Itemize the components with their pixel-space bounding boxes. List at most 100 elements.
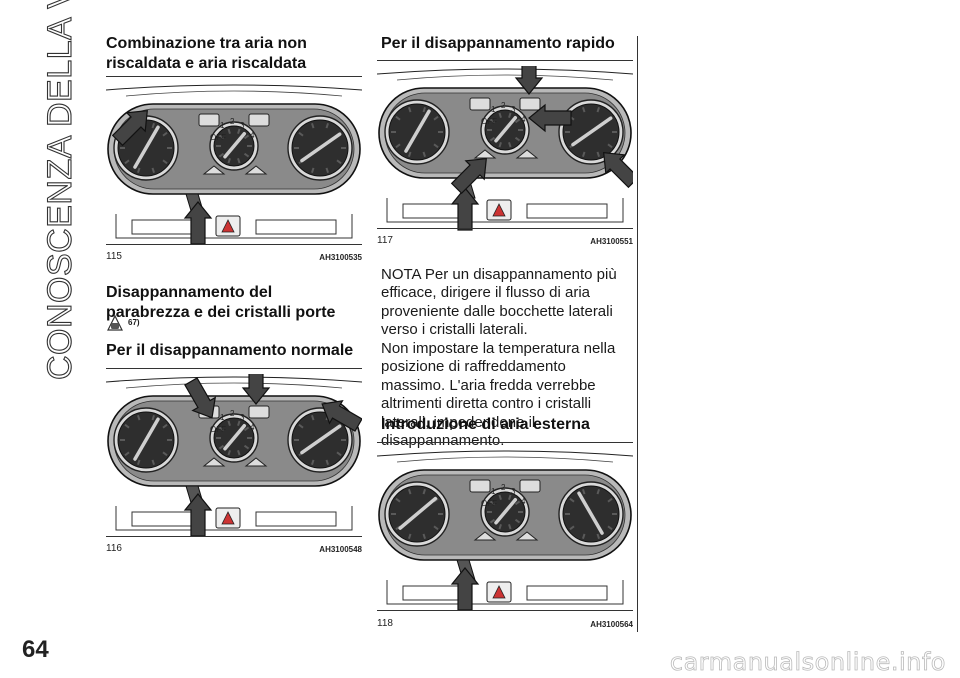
distribution-arrow bbox=[450, 158, 487, 195]
page-number: 64 bbox=[22, 636, 49, 663]
center-console-outline bbox=[115, 214, 353, 239]
dial-label-2: 2 bbox=[501, 101, 506, 110]
dial-label-4: 4 bbox=[250, 131, 255, 140]
dial-label-3: 3 bbox=[240, 121, 245, 130]
figure-rule-top bbox=[106, 368, 362, 369]
hazard-triangle-icon bbox=[492, 585, 506, 599]
paragraph-nota: NOTA Per un disappannamento più efficace… bbox=[381, 266, 617, 339]
mode-button bbox=[202, 165, 226, 175]
right-vent bbox=[526, 203, 608, 219]
figure-rule-bottom bbox=[377, 228, 633, 229]
left-vent bbox=[131, 219, 199, 235]
dial-label-4: 4 bbox=[250, 423, 255, 432]
figure-rule-top bbox=[106, 76, 362, 77]
recirc-button bbox=[469, 479, 491, 493]
dial-label-2: 2 bbox=[501, 483, 506, 492]
paragraph-temperatura: Non impostare la temperatura nella posiz… bbox=[381, 340, 616, 450]
dial-label-4: 4 bbox=[521, 115, 526, 124]
heading-aria-esterna: Introduzione di aria esterna bbox=[381, 416, 590, 433]
figure-number: 116 bbox=[106, 543, 122, 554]
mode-button bbox=[473, 531, 497, 541]
left-vent bbox=[131, 511, 199, 527]
figure-code: AH3100551 bbox=[590, 237, 633, 246]
dial-label-3: 3 bbox=[240, 413, 245, 422]
hazard-triangle-icon bbox=[221, 219, 235, 233]
figure-code: AH3100564 bbox=[590, 620, 633, 629]
fan-arrow bbox=[528, 103, 572, 133]
figure-number: 117 bbox=[377, 235, 393, 246]
air-distribution-knob bbox=[384, 481, 450, 547]
right-vent bbox=[526, 585, 608, 601]
right-vent bbox=[255, 219, 337, 235]
center-console-outline bbox=[386, 580, 624, 605]
dial-label-1: 1 bbox=[220, 121, 225, 130]
dial-label-2: 2 bbox=[230, 117, 235, 126]
ac-arrow bbox=[241, 374, 271, 405]
dash-line-upper bbox=[106, 84, 362, 91]
dial-label-1: 1 bbox=[491, 487, 496, 496]
heading-disappannamento: Disappannamento del parabrezza e dei cri… bbox=[106, 284, 336, 321]
fan-speed-knob bbox=[480, 105, 530, 155]
distribution-arrow bbox=[111, 110, 148, 147]
temperature-arrow bbox=[321, 399, 362, 432]
temperature-arrow bbox=[603, 152, 633, 189]
chapter-side-title: CONOSCENZA DELLA VETTURA bbox=[40, 0, 79, 381]
figure-code: AH3100548 bbox=[319, 545, 362, 554]
recirc-button bbox=[198, 113, 220, 127]
ac-arrow bbox=[514, 66, 544, 95]
ac-button bbox=[519, 479, 541, 493]
dial-label-4: 4 bbox=[521, 497, 526, 506]
ac-button bbox=[519, 97, 541, 111]
dash-line-upper bbox=[106, 376, 362, 383]
lever-arrow bbox=[450, 187, 480, 231]
figure-code: AH3100535 bbox=[319, 253, 362, 262]
ac-button bbox=[248, 405, 270, 419]
dial-label-off: OFF bbox=[210, 133, 226, 142]
dial-label-3: 3 bbox=[511, 105, 516, 114]
fan-speed-knob bbox=[209, 413, 259, 463]
temperature-knob bbox=[558, 99, 624, 165]
ac-button bbox=[248, 113, 270, 127]
warning-reference: 67) bbox=[106, 314, 166, 334]
warning-note-ref: 67) bbox=[128, 318, 140, 327]
heading-combinazione: Combinazione tra aria non riscaldata e a… bbox=[106, 35, 307, 72]
dial-label-3: 3 bbox=[511, 487, 516, 496]
dash-line-upper bbox=[377, 68, 633, 75]
dial-label-2: 2 bbox=[230, 409, 235, 418]
mode-button bbox=[473, 149, 497, 159]
dash-line-lower bbox=[125, 382, 343, 389]
watermark: carmanualsonline.info bbox=[669, 648, 946, 677]
dash-line-lower bbox=[396, 74, 614, 81]
heading-normale: Per il disappannamento normale bbox=[106, 342, 354, 359]
fan-speed-knob bbox=[209, 121, 259, 171]
center-console-outline bbox=[386, 198, 624, 223]
air-distribution-knob bbox=[384, 99, 450, 165]
rear-defrost-button bbox=[244, 165, 268, 175]
rear-defrost-button bbox=[244, 457, 268, 467]
temperature-knob bbox=[558, 481, 624, 547]
hand-warning-icon bbox=[107, 314, 123, 331]
air-distribution-knob bbox=[113, 407, 179, 473]
hazard-triangle-icon bbox=[492, 203, 506, 217]
heading-rapido: Per il disappannamento rapido bbox=[381, 35, 615, 52]
dial-label-off: OFF bbox=[210, 425, 226, 434]
rear-defrost-button bbox=[515, 531, 539, 541]
dial-label-off: OFF bbox=[481, 499, 497, 508]
fan-arrow bbox=[184, 377, 217, 419]
figure-rule-bottom bbox=[106, 536, 362, 537]
hazard-triangle-icon bbox=[221, 511, 235, 525]
figure-rule-bottom bbox=[106, 244, 362, 245]
dash-line-lower bbox=[125, 90, 343, 97]
dial-label-1: 1 bbox=[220, 413, 225, 422]
figure-number: 115 bbox=[106, 251, 122, 262]
dial-label-1: 1 bbox=[491, 105, 496, 114]
figure-number: 118 bbox=[377, 618, 393, 629]
